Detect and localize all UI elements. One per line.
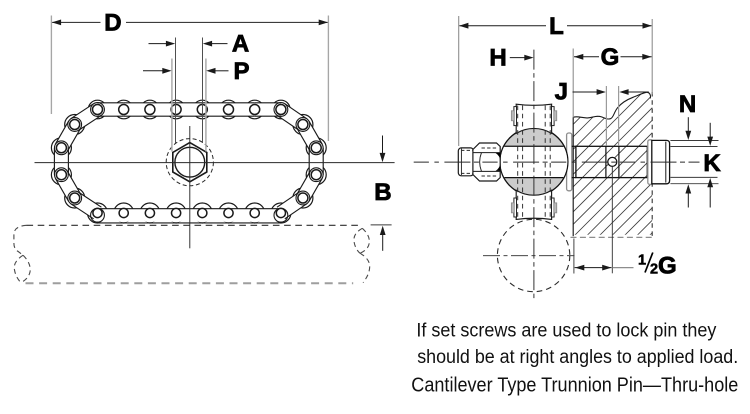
svg-text:1: 1 xyxy=(638,253,646,269)
svg-text:K: K xyxy=(703,150,721,177)
svg-text:N: N xyxy=(679,91,696,118)
svg-text:H: H xyxy=(489,45,506,72)
svg-text:J: J xyxy=(555,79,568,106)
svg-text:D: D xyxy=(104,10,121,37)
svg-text:A: A xyxy=(232,30,249,57)
svg-text:Cantilever Type Trunnion Pin—T: Cantilever Type Trunnion Pin—Thru-hole xyxy=(411,374,738,397)
svg-text:L: L xyxy=(549,13,564,40)
svg-text:should be at right angles to a: should be at right angles to applied loa… xyxy=(417,347,738,368)
svg-text:G: G xyxy=(658,252,677,279)
svg-text:G: G xyxy=(601,44,620,71)
svg-text:If set screws are used to lock: If set screws are used to lock pin they xyxy=(416,320,716,341)
svg-text:P: P xyxy=(233,58,249,85)
svg-text:B: B xyxy=(374,179,391,206)
svg-text:2: 2 xyxy=(650,262,658,278)
